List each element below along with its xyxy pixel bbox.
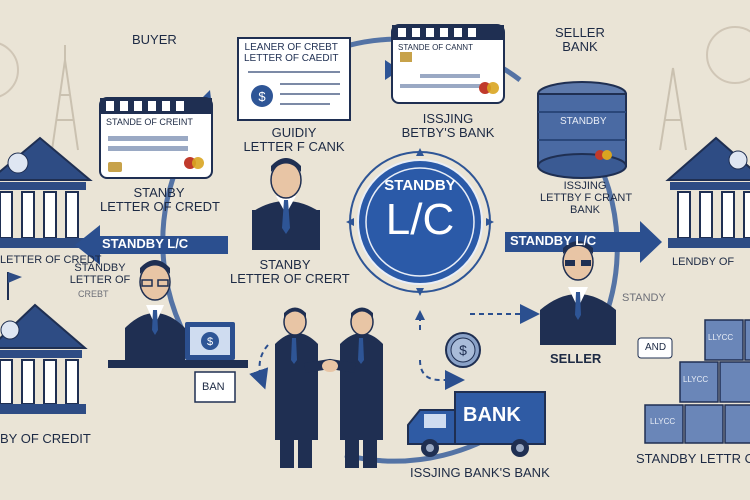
issjing-letty-label: ISSJING LETTBY F CRANT BANK (540, 180, 633, 217)
card-left-text: STANDE OF CREINT (106, 117, 193, 127)
letter-top-text: LEANER OF CREBT LETTER OF CAEDIT (244, 42, 339, 64)
ban-box (194, 371, 236, 403)
box-label-3: LLYCC (650, 417, 676, 426)
standby-lc-arrow-right-label: STANDBY L/C (510, 233, 597, 248)
stanby-letter-label: STANBY LETTER OF CREDT (100, 185, 220, 215)
stacked-boxes (644, 319, 750, 444)
seller-bank-label: SELLER BANK (555, 25, 605, 55)
bank-drum-icon (537, 81, 627, 179)
standby-letter-of-left: STANDBY LETTER OF (69, 262, 131, 287)
businessman-portrait-center (252, 158, 320, 250)
box-label-1: LLYCC (708, 333, 734, 342)
box-label-2: LLYCC (683, 375, 709, 384)
background-globe-icon (0, 26, 750, 98)
svg-text:$: $ (258, 89, 266, 104)
seller-label: SELLER (550, 351, 602, 366)
center-lc-label: L/C (385, 195, 455, 244)
standby-lc-arrow-left-label: STANDBY L/C (102, 236, 189, 251)
center-standby-label: STANDBY (384, 177, 456, 194)
svg-text:$: $ (207, 336, 213, 348)
card-top-right-text: STANDE OF CANNT (398, 43, 473, 52)
center-lc-emblem (346, 148, 494, 296)
buyer-label: BUYER (132, 32, 177, 47)
bank-truck (407, 391, 546, 457)
standy-right-label: STANDY (622, 292, 666, 304)
truck-bank-label: BANK (463, 404, 521, 426)
handshake-businessmen (275, 307, 383, 468)
by-of-credit-label: BY OF CREDIT (0, 431, 91, 446)
guidy-letter-label: GUIDIY LETTER F CANK (243, 125, 345, 155)
standby-lc-arrow-left (75, 225, 228, 265)
letter-document-top: $ (237, 37, 351, 121)
dollar-coin-icon: $ (445, 332, 481, 368)
stanby-letter-center-label: STANBY LETTER OF CRERT (230, 257, 350, 287)
drum-label: STANDBY (560, 116, 607, 127)
bank-building-right (665, 136, 750, 248)
ban-box-label: BAN (202, 381, 225, 393)
bank-building-left (0, 136, 93, 248)
issjing-betby-label: ISSJING BETBY'S BANK (401, 111, 495, 141)
issjing-banks-bank-label: ISSJING BANK'S BANK (410, 465, 550, 480)
crebt-small-label: CREBT (78, 289, 109, 299)
standby-lettr-label: STANDBY LETTR OF C (636, 451, 750, 466)
bank-building-bottom-left (0, 272, 88, 414)
seller-portrait (540, 241, 616, 345)
landby-right-label: LENDBY OF (672, 256, 735, 268)
person-at-laptop: $ (108, 260, 248, 368)
and-tag (637, 337, 673, 359)
and-label: AND (645, 342, 667, 353)
svg-text:$: $ (459, 342, 467, 358)
up-arrowhead (415, 310, 425, 320)
letter-of-credit-left-edge: LETTER OF CREDT (0, 254, 102, 266)
credit-card-left (99, 97, 213, 179)
credit-card-top-right (391, 24, 505, 104)
background-oil-derrick-icon (51, 45, 687, 151)
